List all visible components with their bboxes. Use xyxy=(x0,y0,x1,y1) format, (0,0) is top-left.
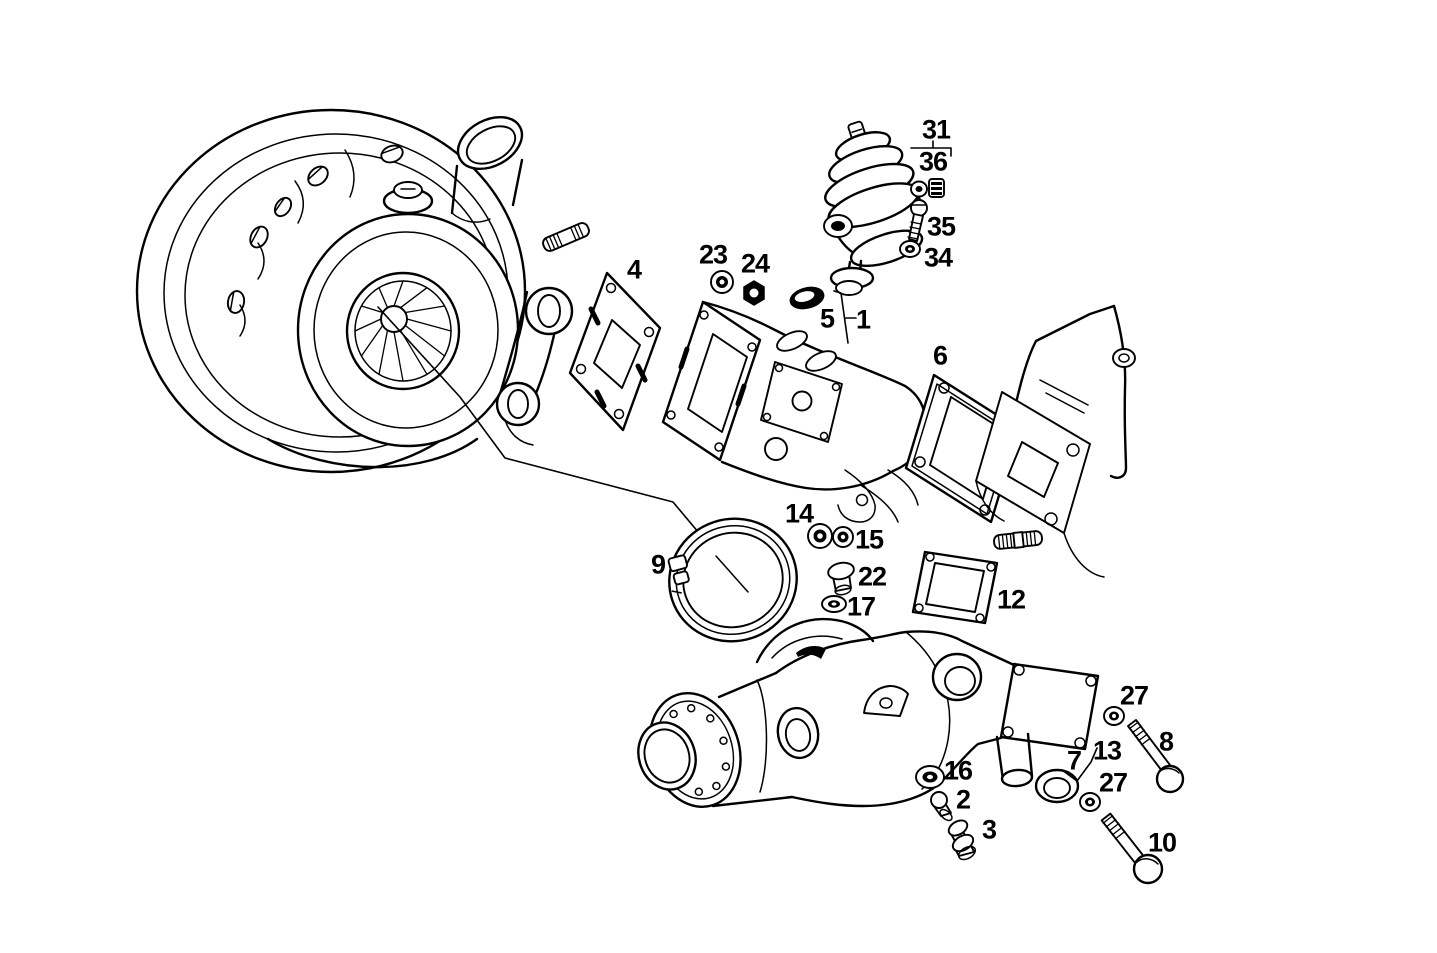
washer-23-drawing xyxy=(710,270,734,294)
rim-lug xyxy=(380,144,404,164)
turbine-wheel xyxy=(345,271,461,391)
housing-1-drawing xyxy=(661,300,927,523)
washer-34-drawing xyxy=(899,240,921,258)
plug-22-drawing xyxy=(827,561,855,596)
turbocharger-drawing xyxy=(135,108,574,474)
seal-5-drawing xyxy=(789,286,825,310)
leader-1 xyxy=(833,290,857,344)
nut-24-drawing xyxy=(743,280,765,306)
actuator-drawing xyxy=(823,120,924,296)
leader-7-13 xyxy=(1061,747,1098,782)
washer-27-lower-drawing xyxy=(1079,792,1101,812)
gasket-4-drawing xyxy=(568,271,662,432)
compressor-outlet-stub xyxy=(450,115,524,223)
stud-lower xyxy=(993,530,1043,550)
bolt-8-drawing xyxy=(1127,719,1185,794)
rim-lug xyxy=(307,165,329,187)
washer-15-drawing xyxy=(832,526,854,548)
turbo-mount-bracket xyxy=(495,286,574,446)
ring-7-drawing xyxy=(1034,768,1080,804)
stud-upper xyxy=(542,222,590,252)
nut-36-drawing xyxy=(910,178,945,198)
engine-bracket-drawing xyxy=(975,304,1136,578)
leader-turbo xyxy=(377,306,700,534)
rim-lug xyxy=(273,196,293,218)
exhaust-elbow-drawing xyxy=(637,617,1100,809)
clamp-9-drawing xyxy=(667,517,798,643)
gasket-12-drawing xyxy=(911,550,999,625)
plug-2-drawing xyxy=(930,791,953,822)
washer-14-drawing xyxy=(807,523,833,549)
plug-3-drawing xyxy=(947,819,977,861)
rim-lug xyxy=(226,290,246,314)
washer-17-drawing xyxy=(821,595,847,613)
washer-27-upper-drawing xyxy=(1103,706,1125,726)
rim-lug xyxy=(249,225,269,249)
washer-16-drawing xyxy=(915,765,945,789)
leader-31 xyxy=(910,140,952,157)
bolt-10-drawing xyxy=(1100,812,1164,885)
oil-port-boss xyxy=(382,181,434,215)
bolt-35-drawing xyxy=(907,199,928,242)
